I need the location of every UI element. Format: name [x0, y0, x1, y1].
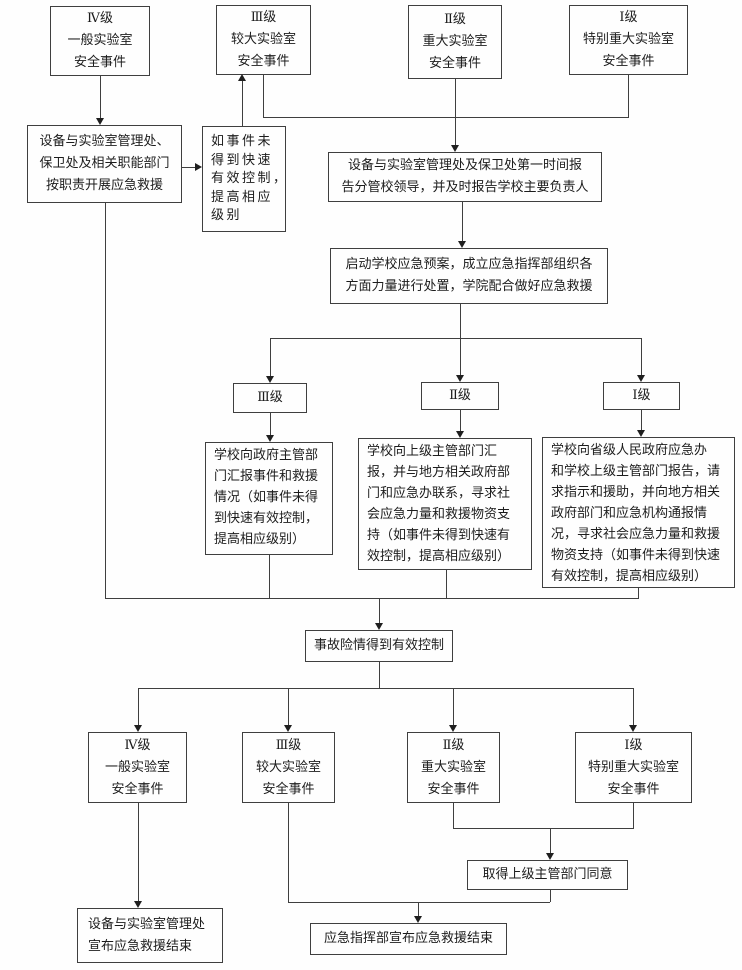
arrowhead-down: [375, 623, 383, 630]
flow-line: [633, 688, 634, 725]
arrowhead-down: [456, 431, 464, 438]
node-obtain-approval: 取得上级主管部门同意: [467, 860, 628, 890]
flow-line: [138, 803, 139, 901]
arrowhead-up: [238, 74, 246, 81]
node-escalate-level: 如事件未 得到快速 有效控制， 提高相应 级别: [202, 126, 286, 232]
flow-line: [105, 203, 106, 598]
arrowhead-down: [449, 725, 457, 732]
arrowhead-down: [458, 241, 466, 248]
node-report-province-i: 学校向省级人民政府应急办 和学校上级主管部门报告，请 求指示和援助，并向地方相关…: [542, 437, 735, 588]
node-tag-level-ii: Ⅱ级: [421, 382, 499, 410]
node-bottom-level-iii: Ⅲ级 较大实验室 安全事件: [242, 732, 335, 803]
flow-line: [288, 803, 289, 902]
flow-line: [270, 338, 641, 339]
flow-line: [270, 338, 271, 376]
node-tag-level-iii: Ⅲ级: [233, 383, 307, 413]
arrowhead-right: [195, 163, 202, 171]
node-incident-controlled: 事故险情得到有效控制: [305, 630, 453, 662]
arrowhead-down: [134, 725, 142, 732]
node-dept-announce-end: 设备与实验室管理处 宣布应急救援结束: [77, 908, 223, 963]
arrowhead-down: [414, 916, 422, 923]
flow-line: [138, 688, 139, 725]
node-top-level-i: Ⅰ级 特别重大实验室 安全事件: [569, 5, 688, 75]
arrowhead-down: [637, 430, 645, 437]
flow-line: [379, 598, 380, 623]
arrowhead-down: [637, 375, 645, 382]
arrowhead-down: [134, 901, 142, 908]
flow-line: [288, 688, 289, 725]
flow-line: [460, 410, 461, 431]
flow-line: [455, 79, 456, 145]
flow-line: [269, 555, 270, 598]
node-bottom-level-ii: Ⅱ级 重大实验室 安全事件: [407, 732, 500, 803]
node-report-gov-iii: 学校向政府主管部 门汇报事件和救援 情况（如事件未得 到快速有效控制， 提高相应…: [205, 442, 333, 555]
flow-line: [628, 74, 629, 117]
arrowhead-down: [266, 376, 274, 383]
node-bottom-level-iv: Ⅳ级 一般实验室 安全事件: [88, 732, 187, 803]
flow-line: [462, 202, 463, 241]
flow-line: [641, 410, 642, 430]
flow-line: [288, 902, 550, 903]
arrowhead-down: [456, 375, 464, 382]
flow-line: [460, 304, 461, 338]
node-top-level-iii: Ⅲ级 较大实验室 安全事件: [216, 5, 311, 75]
flow-line: [453, 828, 634, 829]
flow-line: [379, 662, 380, 688]
flow-line: [446, 570, 447, 598]
flow-line: [550, 890, 551, 902]
arrowhead-down: [546, 853, 554, 860]
node-tag-level-i: Ⅰ级: [603, 382, 680, 410]
arrowhead-down: [96, 118, 104, 125]
node-hq-announce-end: 应急指挥部宣布应急救援结束: [310, 923, 507, 955]
flow-line: [638, 588, 639, 598]
flow-line: [100, 76, 101, 118]
node-top-level-ii: Ⅱ级 重大实验室 安全事件: [408, 5, 502, 79]
arrowhead-down: [629, 725, 637, 732]
flow-line: [105, 598, 639, 599]
arrowhead-down: [266, 435, 274, 442]
flow-line: [641, 338, 642, 375]
flow-line: [633, 803, 634, 828]
flow-line: [550, 828, 551, 853]
flow-line: [453, 803, 454, 828]
flow-line: [460, 338, 461, 375]
node-report-superior-ii: 学校向上级主管部门汇 报，并与地方相关政府部 门和应急办联系，寻求社 会应急力量…: [358, 438, 532, 570]
node-top-level-iv: Ⅳ级 一般实验室 安全事件: [50, 6, 150, 76]
flow-line: [453, 688, 454, 725]
flow-line: [263, 74, 264, 117]
flow-line: [270, 413, 271, 435]
flow-line: [182, 167, 195, 168]
flow-line: [138, 688, 634, 689]
arrowhead-down: [284, 725, 292, 732]
node-dispatch-duty: 设备与实验室管理处、 保卫处及相关职能部门 按职责开展应急救援: [27, 125, 182, 203]
node-bottom-level-i: Ⅰ级 特别重大实验室 安全事件: [575, 732, 692, 803]
arrowhead-down: [451, 145, 459, 152]
node-first-report: 设备与实验室管理处及保卫处第一时间报 告分管校领导，并及时报告学校主要负责人: [328, 152, 602, 202]
flow-line: [418, 902, 419, 916]
flow-line: [242, 81, 243, 126]
flow-line: [263, 117, 629, 118]
node-activate-plan: 启动学校应急预案，成立应急指挥部组织各 方面力量进行处置，学院配合做好应急救援: [330, 248, 608, 304]
